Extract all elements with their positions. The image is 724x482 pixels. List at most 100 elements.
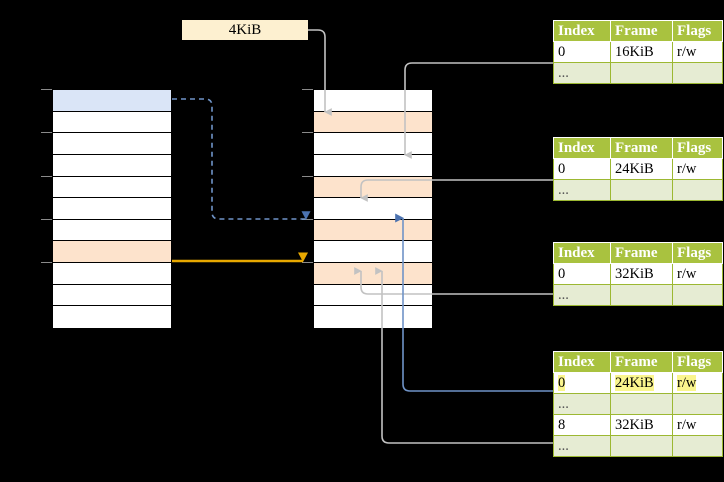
scale-tick [302, 176, 313, 177]
cell-flags-text: r/w [677, 43, 697, 60]
column-header-index: Index [553, 351, 611, 373]
column-header-frame: Frame [610, 20, 673, 42]
column-header-flags: Flags [672, 242, 723, 264]
table-row[interactable]: 0 24KiB r/w [553, 158, 723, 180]
cell-flags-text: r/w [677, 374, 697, 391]
cell-index: 0 [553, 372, 611, 394]
physical-memory-row [314, 90, 432, 112]
table-row[interactable]: 0 24KiB r/w [553, 372, 723, 394]
table-row[interactable]: 8 32KiB r/w [553, 414, 723, 436]
column-header-flags: Flags [672, 137, 723, 159]
physical-memory-row [314, 284, 432, 307]
virtual-memory-row [53, 133, 171, 155]
cell-index-text: 0 [558, 265, 566, 282]
column-header-flags: Flags [672, 351, 723, 373]
cell-index: ... [553, 179, 611, 201]
cell-frame [610, 393, 673, 415]
cell-index-text: ... [558, 395, 569, 412]
scale-tick [302, 219, 313, 220]
page-size-label: 4KiB [182, 20, 308, 40]
cell-flags [672, 435, 723, 457]
physical-memory-row [314, 306, 432, 328]
scale-tick [41, 219, 52, 220]
physical-memory-row [314, 219, 432, 242]
cell-frame-text: 32KiB [615, 265, 654, 282]
table-row[interactable]: ... [553, 284, 723, 306]
physical-memory-row [314, 176, 432, 199]
cell-flags: r/w [672, 41, 723, 63]
physical-memory-row [314, 241, 432, 263]
virtual-address-column [52, 89, 172, 328]
cell-frame: 16KiB [610, 41, 673, 63]
scale-tick [41, 132, 52, 133]
cell-flags [672, 179, 723, 201]
cell-frame-text: 32KiB [615, 416, 654, 433]
column-header-frame: Frame [610, 351, 673, 373]
cell-flags [672, 393, 723, 415]
physical-memory-row [314, 198, 432, 220]
cell-flags [672, 62, 723, 84]
virtual-memory-row [53, 263, 171, 285]
cell-frame [610, 435, 673, 457]
table-row[interactable]: 0 16KiB r/w [553, 41, 723, 63]
table-row[interactable]: ... [553, 62, 723, 84]
cell-index: ... [553, 62, 611, 84]
cell-index: ... [553, 393, 611, 415]
cell-frame [610, 284, 673, 306]
cell-index: ... [553, 284, 611, 306]
cell-frame-text: 24KiB [615, 160, 654, 177]
cell-index: ... [553, 435, 611, 457]
cell-flags-text: r/w [677, 160, 697, 177]
scale-tick [41, 262, 52, 263]
scale-tick [302, 89, 313, 90]
cell-index-text: ... [558, 181, 569, 198]
virtual-memory-row [53, 198, 171, 220]
column-header-index: Index [553, 20, 611, 42]
table-row[interactable]: ... [553, 393, 723, 415]
scale-tick [302, 132, 313, 133]
column-header-frame: Frame [610, 242, 673, 264]
cell-index-text: ... [558, 286, 569, 303]
virtual-memory-row [53, 90, 171, 112]
cell-index-text: 0 [558, 160, 566, 177]
cell-flags [672, 284, 723, 306]
virtual-memory-row [53, 176, 171, 199]
wire-virtual-to-physical-dashed [172, 98, 311, 220]
cell-frame-text: 24KiB [615, 374, 654, 391]
cell-frame-text: 16KiB [615, 43, 654, 60]
physical-memory-row [314, 111, 432, 134]
physical-memory-row [314, 133, 432, 155]
column-header-index: Index [553, 137, 611, 159]
virtual-memory-row [53, 111, 171, 134]
cell-index-text: 0 [558, 374, 566, 391]
table-row[interactable]: ... [553, 179, 723, 201]
physical-memory-row [314, 263, 432, 285]
physical-memory-row [314, 154, 432, 177]
virtual-memory-row [53, 284, 171, 307]
scale-tick [302, 262, 313, 263]
column-header-index: Index [553, 242, 611, 264]
column-header-frame: Frame [610, 137, 673, 159]
cell-index: 8 [553, 414, 611, 436]
virtual-memory-row [53, 154, 171, 177]
cell-index: 0 [553, 263, 611, 285]
cell-flags: r/w [672, 263, 723, 285]
cell-index: 0 [553, 158, 611, 180]
scale-tick [41, 176, 52, 177]
cell-flags: r/w [672, 372, 723, 394]
table-row[interactable]: 0 32KiB r/w [553, 263, 723, 285]
cell-index-text: 8 [558, 416, 566, 433]
virtual-memory-row [53, 306, 171, 328]
cell-flags: r/w [672, 414, 723, 436]
cell-index-text: 0 [558, 43, 566, 60]
virtual-memory-row [53, 219, 171, 242]
table-row[interactable]: ... [553, 435, 723, 457]
